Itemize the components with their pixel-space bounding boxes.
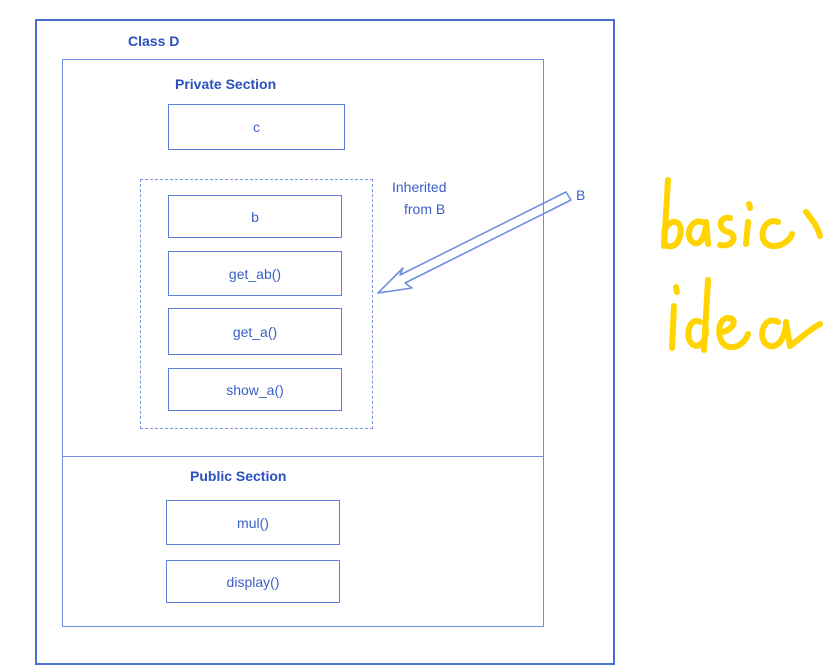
class-d-frame: [35, 19, 615, 665]
inherited-members-group: [140, 179, 373, 429]
member-show-a-box: show_a(): [168, 368, 342, 411]
section-divider: [62, 456, 544, 457]
class-title: Class D: [128, 33, 180, 49]
inherited-note-line1: Inherited: [392, 179, 447, 195]
public-section-title: Public Section: [190, 468, 287, 484]
member-get-ab-box: get_ab(): [168, 251, 342, 296]
member-b-box: b: [168, 195, 342, 238]
arrow-label-b: B: [576, 187, 586, 203]
member-display-box: display(): [166, 560, 340, 603]
private-section-title: Private Section: [175, 76, 277, 92]
sections-container: [62, 59, 544, 627]
member-get-a-box: get_a(): [168, 308, 342, 355]
member-c-box: c: [168, 104, 345, 150]
inherited-note: Inherited from B: [392, 176, 502, 220]
member-mul-box: mul(): [166, 500, 340, 545]
inherited-note-line2: from B: [404, 201, 446, 217]
